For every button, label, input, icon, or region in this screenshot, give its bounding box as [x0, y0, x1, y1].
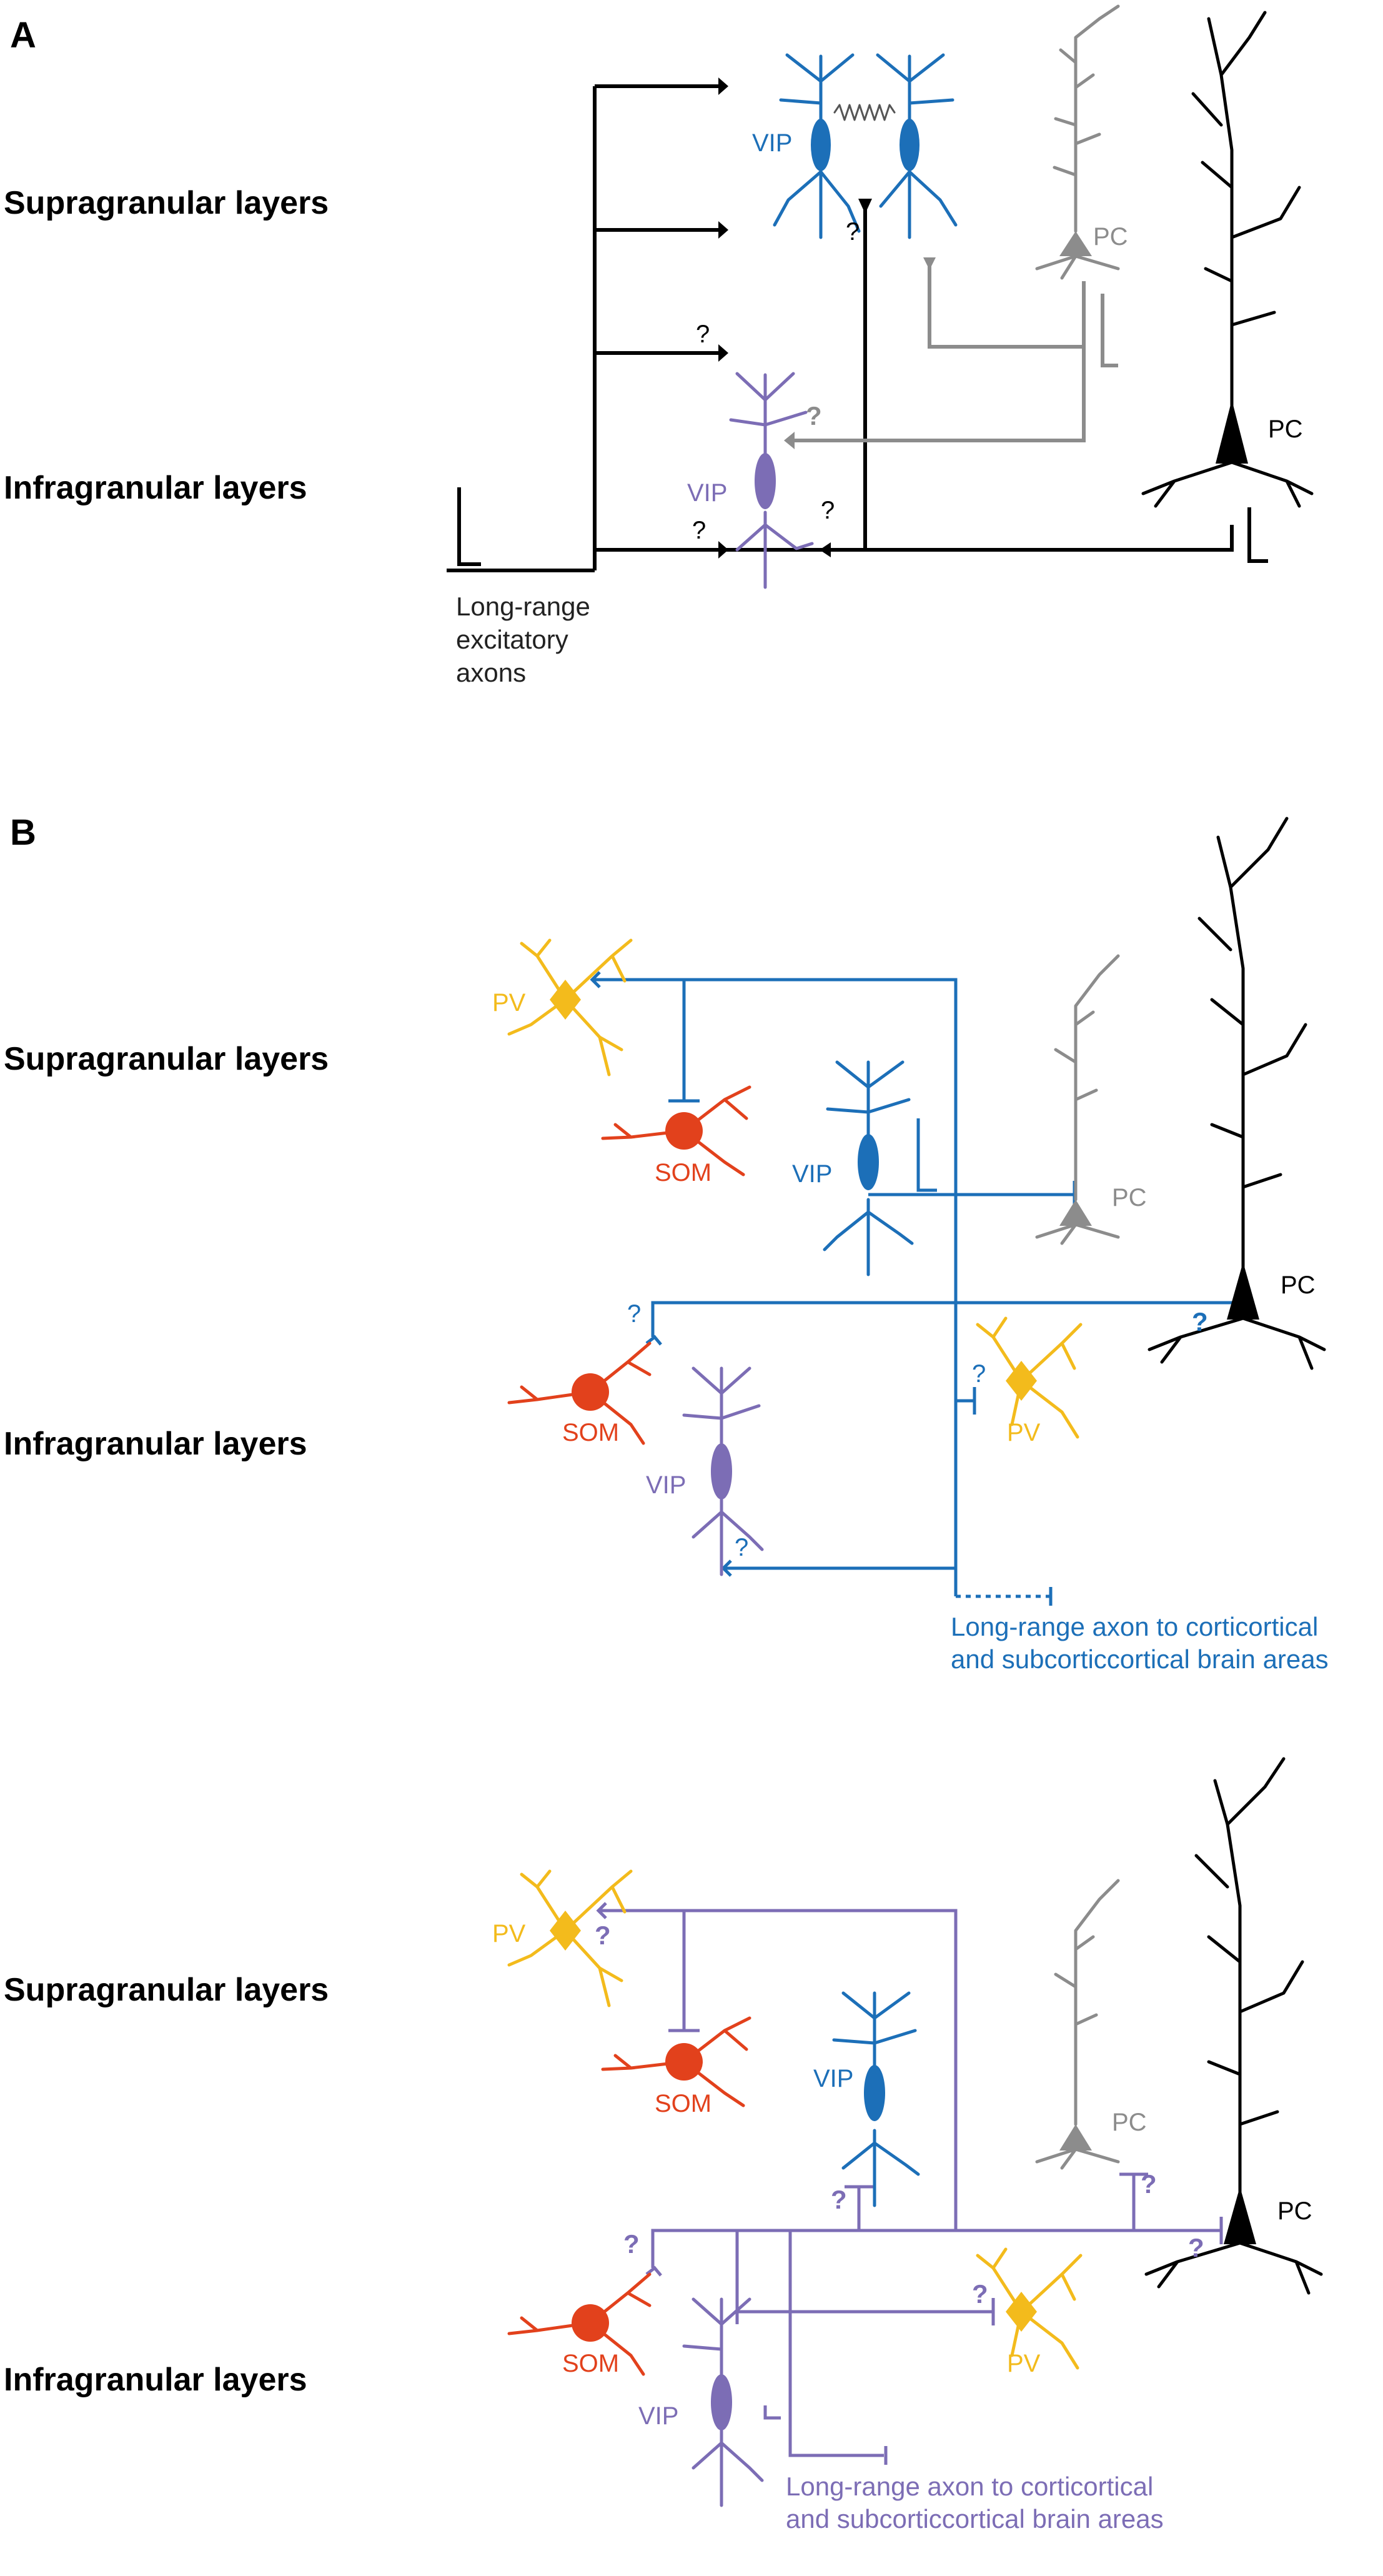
panel-b-bottom-vip-upper-label: VIP	[813, 2065, 853, 2092]
panel-b-bottom-som-lower-label: SOM	[562, 2350, 619, 2377]
panel-b-top-supragranular-label: Supragranular layers	[4, 1041, 329, 1077]
panel-b-top-question-pc: ?	[1192, 1307, 1208, 1336]
panel-b-bottom-vip-lower	[682, 2297, 764, 2507]
panel-a-question-gray: ?	[806, 401, 822, 430]
panel-a-vip-blue-cells	[773, 53, 958, 239]
panel-b-bottom-question-pv-upper: ?	[595, 1921, 611, 1950]
panel-b-bottom-question-pv-lower: ?	[972, 2279, 988, 2309]
panel-a-vip-purple-cell	[729, 372, 814, 589]
panel-b-bottom-question-som: ?	[623, 2229, 640, 2259]
panel-b-top-vip-lower	[682, 1366, 764, 1576]
panel-a-gray-pc-axon	[795, 262, 1118, 442]
panel-b-top-pv-upper-label: PV	[492, 989, 526, 1017]
panel-b-top-long-range-note-1: Long-range axon to corticortical	[951, 1612, 1318, 1641]
panel-a-axon-note-2: excitatory	[456, 625, 568, 654]
panel-b-bottom-gray-pc	[1035, 1879, 1120, 2170]
panel-b-bottom-som-lower	[507, 2272, 652, 2376]
panel-b-top-vip-lower-label: VIP	[646, 1471, 686, 1499]
panel-b-top-gray-pc	[1035, 954, 1120, 1245]
panel-a-axon-note-3: axons	[456, 658, 526, 687]
panel-b-bottom-pc-gray-label: PC	[1112, 2109, 1147, 2136]
panel-b-bottom-vip-lower-label: VIP	[638, 2402, 678, 2430]
panel-b-bottom-pc-black-label: PC	[1277, 2197, 1312, 2225]
panel-a-synapse-terminals	[718, 77, 872, 559]
panel-b-bottom-long-range-note-1: Long-range axon to corticortical	[786, 2472, 1153, 2501]
panel-a-infragranular-label: Infragranular layers	[4, 470, 307, 506]
panel-a-black-pc	[1141, 11, 1314, 508]
panel-a-gray-pc	[1035, 4, 1120, 280]
panel-a-vip-lower-label: VIP	[687, 479, 727, 507]
panel-b-letter: B	[10, 812, 36, 853]
panel-b-bottom-pv-lower-label: PV	[1007, 2350, 1041, 2377]
panel-b-bottom-purple-terminals	[596, 1902, 1223, 2465]
panel-a-question-right: ?	[821, 497, 835, 524]
panel-b-top-infragranular-label: Infragranular layers	[4, 1426, 307, 1462]
panel-b-bottom-black-pc	[1144, 1757, 1323, 2295]
panel-b-top-som-upper	[601, 1085, 751, 1176]
panel-a-excitatory-axons	[447, 84, 1268, 572]
panel-b-bottom-supragranular-label: Supragranular layers	[4, 1972, 329, 2008]
panel-a-question-lower: ?	[692, 517, 706, 544]
panel-a-question-mid: ?	[696, 321, 710, 348]
panel-b-top-pc-gray-label: PC	[1112, 1184, 1147, 1211]
panel-b-top-vip-upper-label: VIP	[792, 1160, 832, 1188]
panel-a-pc-gray-label: PC	[1093, 223, 1128, 251]
panel-b-bottom-som-upper	[601, 2016, 751, 2107]
panel-b-top: B Supragranular layers Infragranular lay…	[4, 812, 1329, 1674]
panel-b-top-pv-lower	[976, 1316, 1083, 1439]
panel-b-top-vip-upper	[823, 1060, 914, 1276]
panel-b-top-question-pv: ?	[972, 1360, 986, 1388]
panel-b-bottom-pv-lower	[976, 2247, 1083, 2370]
panel-b-bottom-question-vip-upper: ?	[831, 2185, 847, 2214]
panel-b-top-question-vip: ?	[735, 1534, 748, 1561]
panel-b-bottom-purple-axon	[600, 1909, 1221, 2457]
panel-a-vip-upper-label: VIP	[752, 129, 792, 157]
panel-b-top-blue-terminals	[590, 971, 1251, 1606]
panel-a-letter: A	[10, 15, 36, 56]
panel-b-top-som-lower	[507, 1341, 652, 1445]
panel-a-pc-black-label: PC	[1268, 415, 1303, 443]
panel-b-bottom-infragranular-label: Infragranular layers	[4, 2362, 307, 2398]
panel-b-top-question-som: ?	[627, 1300, 641, 1328]
panel-b-top-som-upper-label: SOM	[655, 1159, 711, 1186]
panel-a: A Supragranular layers Infragranular lay…	[4, 4, 1314, 687]
panel-b-top-pv-lower-label: PV	[1007, 1419, 1041, 1446]
panel-b-top-blue-axon	[593, 978, 1249, 1596]
panel-b-bottom-pv-upper-label: PV	[492, 1920, 526, 1947]
panel-b-top-long-range-note-2: and subcorticcortical brain areas	[951, 1644, 1329, 1674]
panel-b-bottom-question-pc-gray: ?	[1141, 2169, 1157, 2199]
panel-b-top-pc-black-label: PC	[1281, 1271, 1316, 1299]
panel-b-bottom-pv-upper	[507, 1869, 633, 2007]
panel-b-bottom-question-pc-black: ?	[1188, 2233, 1204, 2262]
panel-b-bottom: Supragranular layers Infragranular layer…	[4, 1757, 1323, 2534]
panel-b-top-black-pc	[1148, 817, 1326, 1370]
panel-b-bottom-som-upper-label: SOM	[655, 2090, 711, 2117]
panel-b-top-som-lower-label: SOM	[562, 1419, 619, 1446]
panel-a-axon-note-1: Long-range	[456, 592, 590, 621]
panel-b-bottom-vip-upper	[832, 1991, 920, 2207]
panel-a-gray-terminals	[784, 257, 936, 449]
panel-a-supragranular-label: Supragranular layers	[4, 185, 329, 221]
panel-a-question-vip-upper: ?	[846, 218, 860, 246]
panel-b-top-pv-upper	[507, 938, 633, 1077]
panel-b-bottom-long-range-note-2: and subcorticcortical brain areas	[786, 2504, 1164, 2534]
